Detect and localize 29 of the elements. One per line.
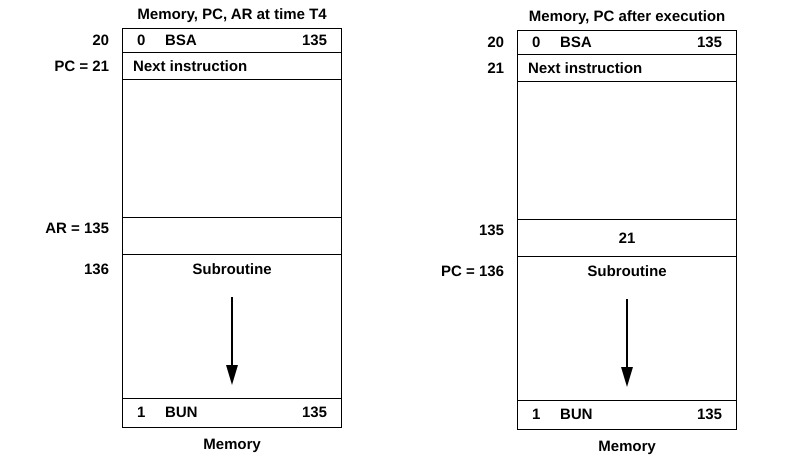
instruction-mnemonic: BUN	[165, 404, 198, 422]
address-label: 136	[84, 261, 109, 279]
address-label: 20	[92, 32, 109, 50]
address-value: 135	[302, 404, 327, 422]
cell-text: Next instruction	[528, 60, 642, 78]
address-label: 20	[487, 34, 504, 52]
opcode-bit: 1	[137, 404, 146, 422]
address-label: PC = 21	[54, 58, 109, 76]
address-value: 135	[696, 406, 722, 424]
instruction-mnemonic: BSA	[560, 34, 592, 52]
opcode-bit: 1	[532, 406, 540, 424]
memory-heading: Memory, PC, AR at time T4	[137, 6, 327, 24]
memory-caption: Memory	[203, 436, 261, 454]
cell-text: 21	[618, 230, 636, 248]
address-label: AR = 135	[45, 220, 109, 238]
cell-text: Subroutine	[587, 263, 667, 281]
address-value: 135	[302, 32, 327, 50]
address-value: 135	[696, 34, 722, 52]
memory-caption: Memory	[598, 438, 656, 456]
opcode-bit: 0	[532, 34, 540, 52]
instruction-mnemonic: BSA	[165, 32, 197, 50]
cell-text: Subroutine	[192, 261, 272, 279]
address-label: 21	[487, 60, 504, 78]
cell-text: Next instruction	[133, 58, 248, 76]
opcode-bit: 0	[137, 32, 146, 50]
instruction-mnemonic: BUN	[560, 406, 592, 424]
address-label: PC = 136	[441, 263, 504, 281]
address-label: 135	[478, 222, 504, 240]
memory-heading: Memory, PC after execution	[528, 8, 726, 26]
